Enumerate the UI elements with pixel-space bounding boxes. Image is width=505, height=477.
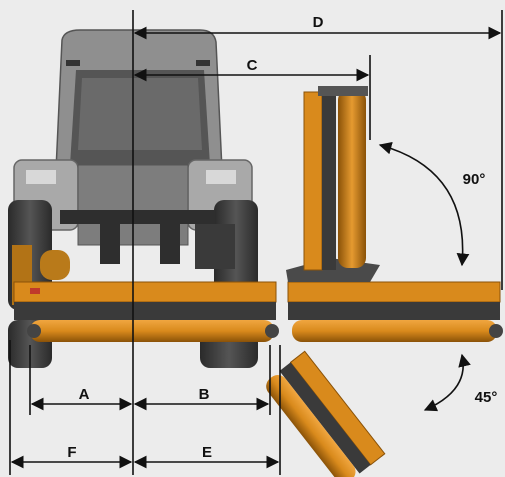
mower-vertical-position: [303, 86, 368, 271]
dimension-label-f: F: [67, 444, 76, 461]
mower-diagonal-position: [266, 350, 386, 477]
dimension-label-d: D: [313, 14, 324, 31]
mower-right-section-horizontal: [286, 258, 503, 342]
dimension-label-a: A: [79, 386, 90, 403]
dimension-lines: [9, 10, 503, 475]
dimension-label-c: C: [247, 57, 258, 74]
angle-label-45: 45°: [475, 389, 498, 406]
dimension-label-e: E: [202, 444, 212, 461]
dimension-label-b: B: [199, 386, 210, 403]
angle-label-90: 90°: [463, 171, 486, 188]
mower-left-section: [13, 281, 279, 342]
